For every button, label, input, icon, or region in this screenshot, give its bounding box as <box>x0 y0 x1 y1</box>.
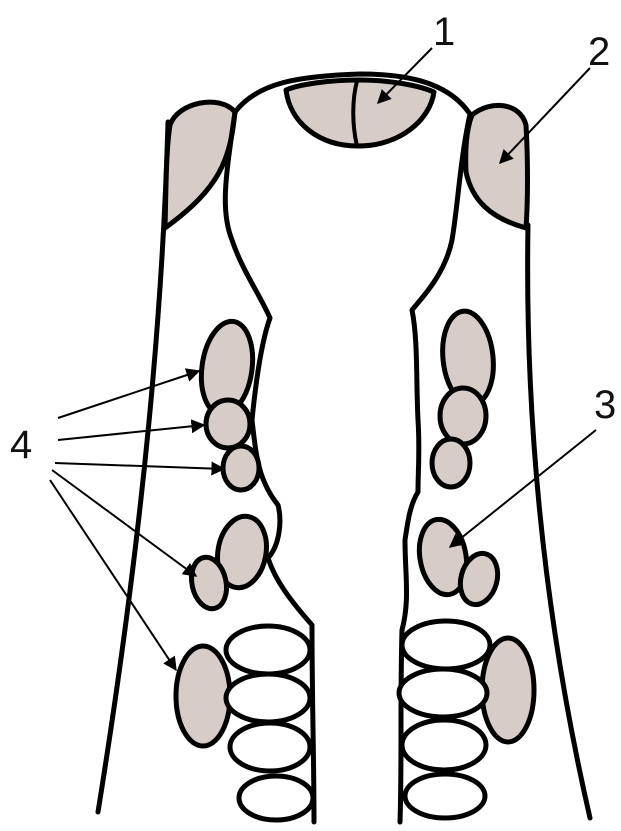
arrow-4d <box>52 470 196 576</box>
label-2: 2 <box>588 30 610 74</box>
label-4: 4 <box>10 423 32 467</box>
right-white-ring-2 <box>399 669 487 717</box>
left-upper-shaded-small <box>223 446 259 490</box>
arrow-4c <box>55 463 224 469</box>
left-white-ring-3 <box>230 723 310 771</box>
outer-outline-right <box>528 225 590 818</box>
right-white-ring-1 <box>402 621 490 669</box>
left-white-ring-2 <box>226 674 310 722</box>
right-white-ring-3 <box>402 720 486 770</box>
arrow-4a <box>58 371 199 418</box>
top-central-shaded-body <box>286 80 434 146</box>
arrow-4b <box>58 425 204 440</box>
arrow-3 <box>450 430 596 547</box>
left-upper-shaded-mid <box>206 400 250 448</box>
label-3: 3 <box>594 383 616 427</box>
top-right-shaded-body <box>466 105 528 228</box>
left-white-ring-1 <box>226 626 310 674</box>
left-lower-shaded-body <box>176 646 230 746</box>
right-white-ring-4 <box>405 774 485 818</box>
label-1: 1 <box>433 10 455 54</box>
right-upper-shaded-mid <box>440 388 486 444</box>
arrow-4e <box>50 480 176 670</box>
right-upper-shaded-small <box>432 439 470 487</box>
left-white-ring-4 <box>239 776 313 820</box>
